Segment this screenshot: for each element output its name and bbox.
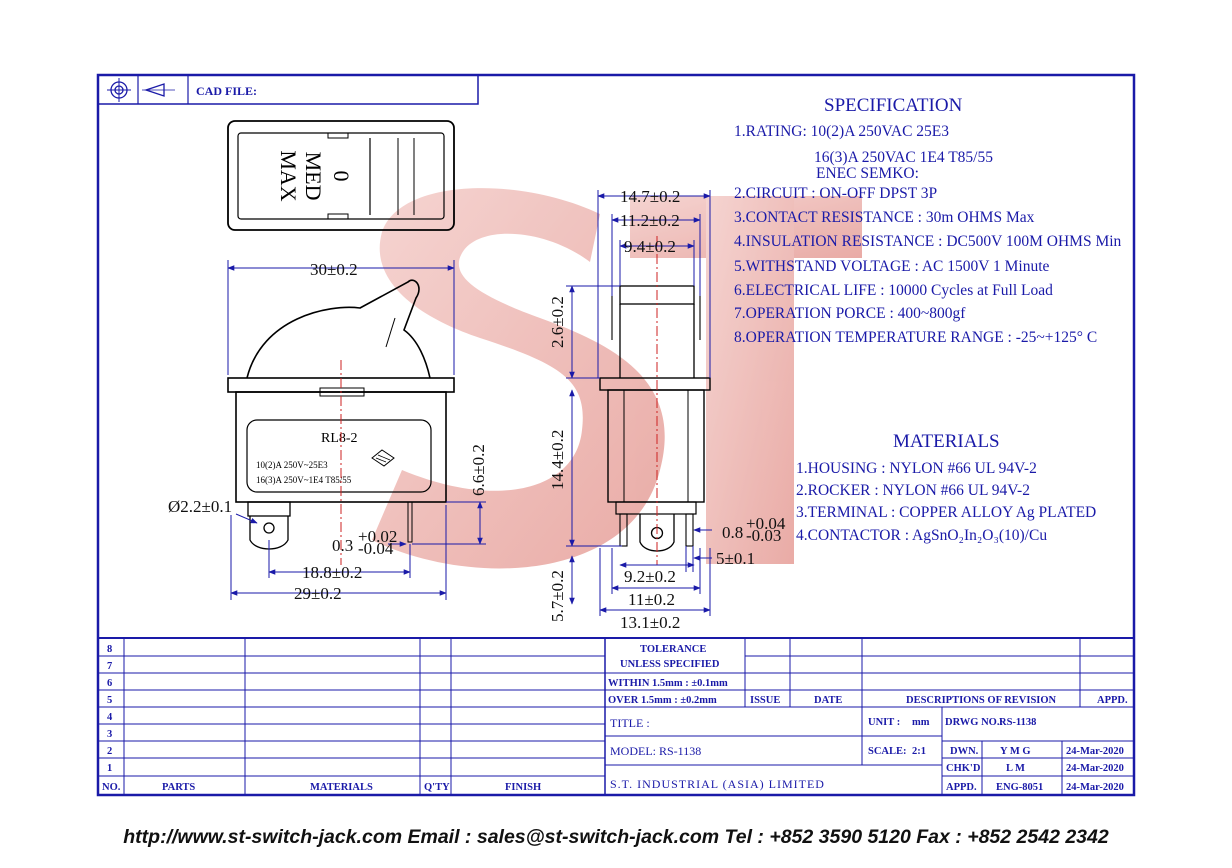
row-number: 5 bbox=[107, 695, 112, 706]
cad-file-header: CAD FILE: bbox=[98, 75, 479, 105]
dim-14-4: 14.4±0.2 bbox=[548, 430, 567, 490]
row-number: 2 bbox=[107, 746, 112, 757]
company-name: S.T. INDUSTRIAL (ASIA) LIMITED bbox=[610, 777, 825, 791]
dim-14-7: 14.7±0.2 bbox=[620, 187, 680, 206]
unit-label: UNIT : bbox=[868, 717, 900, 728]
projection-symbol-icon bbox=[107, 78, 175, 102]
chkd-value: L M bbox=[1006, 763, 1025, 774]
dimension-labels: 30±0.2 29±0.2 18.8±0.2 Ø2.2±0.1 0.3 +0.0… bbox=[168, 187, 786, 632]
parts-table: 8 7 6 5 4 3 2 1 NO. PARTS MATERIALS Q'TY… bbox=[98, 637, 1134, 795]
dim-13-1: 13.1±0.2 bbox=[620, 613, 680, 632]
label-max: MAX bbox=[276, 150, 301, 201]
spec-line: 16(3)A 250VAC 1E4 T85/55 bbox=[814, 149, 993, 166]
dim-18-8: 18.8±0.2 bbox=[302, 563, 362, 582]
dwn-label: DWN. bbox=[950, 746, 979, 757]
label-med: MED bbox=[301, 152, 326, 201]
scale-label: SCALE: bbox=[868, 746, 907, 757]
unless-specified-label: UNLESS SPECIFIED bbox=[620, 659, 720, 670]
row-number: 3 bbox=[107, 729, 112, 740]
spec-line: 6.ELECTRICAL LIFE : 10000 Cycles at Full… bbox=[734, 282, 1053, 299]
spec-line: 2.CIRCUIT : ON-OFF DPST 3P bbox=[734, 185, 937, 202]
appd-label: APPD. bbox=[946, 782, 977, 793]
contact-footer: http://www.st-switch-jack.com Email : sa… bbox=[123, 826, 1109, 848]
header-qty: Q'TY bbox=[424, 782, 450, 793]
materials-line: 1.HOUSING : NYLON #66 UL 94V-2 bbox=[796, 460, 1037, 477]
label-zero: 0 bbox=[329, 171, 354, 182]
model-marking: RL8-2 bbox=[321, 431, 358, 446]
row-number: 4 bbox=[107, 712, 113, 723]
dim-term-thickness-minus: -0.04 bbox=[358, 539, 394, 558]
header-no: NO. bbox=[102, 782, 121, 793]
dim-0-8-plus: +0.04 bbox=[746, 514, 786, 533]
dim-29: 29±0.2 bbox=[294, 584, 342, 603]
row-number: 7 bbox=[107, 661, 112, 672]
dim-30: 30±0.2 bbox=[310, 260, 358, 279]
dim-11: 11±0.2 bbox=[628, 590, 675, 609]
materials-block: MATERIALS 1.HOUSING : NYLON #66 UL 94V-2… bbox=[796, 431, 1096, 544]
header-materials: MATERIALS bbox=[310, 782, 373, 793]
scale-value: 2:1 bbox=[912, 746, 926, 757]
specification-block: SPECIFICATION 1.RATING: 10(2)A 250VAC 25… bbox=[734, 95, 1122, 346]
appd-value: ENG-8051 bbox=[996, 782, 1043, 793]
spec-line: 5.WITHSTAND VOLTAGE : AC 1500V 1 Minute bbox=[734, 258, 1050, 275]
dim-9-4: 9.4±0.2 bbox=[624, 237, 676, 256]
spec-line: 4.INSULATION RESISTANCE : DC500V 100M OH… bbox=[734, 233, 1122, 250]
materials-title: MATERIALS bbox=[893, 431, 1000, 452]
dim-2-6: 2.6±0.2 bbox=[548, 296, 567, 348]
materials-line: 3.TERMINAL : COPPER ALLOY Ag PLATED bbox=[796, 504, 1096, 521]
drawing-border bbox=[96, 73, 1136, 797]
spec-line: 7.OPERATION PORCE : 400~800gf bbox=[734, 305, 966, 322]
switch-top-view: 0 MED MAX bbox=[227, 120, 455, 231]
spec-line: 3.CONTACT RESISTANCE : 30m OHMS Max bbox=[734, 209, 1035, 226]
rating-marking-1: 10(2)A 250V~25E3 bbox=[256, 460, 328, 470]
dim-6-6: 6.6±0.2 bbox=[469, 444, 488, 496]
header-parts: PARTS bbox=[162, 782, 195, 793]
appd-date: 24-Mar-2020 bbox=[1066, 782, 1124, 793]
rating-marking-2: 16(3)A 250V~1E4 T85/55 bbox=[256, 475, 352, 485]
revision-description-header: DESCRIPTIONS OF REVISION bbox=[906, 695, 1057, 706]
model-label: MODEL: RS-1138 bbox=[610, 744, 701, 758]
dim-9-2: 9.2±0.2 bbox=[624, 567, 676, 586]
spec-line: 8.OPERATION TEMPERATURE RANGE : -25~+125… bbox=[734, 329, 1097, 346]
dim-term-thickness: 0.3 bbox=[332, 536, 353, 555]
tolerance-over: OVER 1.5mm : ±0.2mm bbox=[608, 695, 717, 706]
dwn-date: 24-Mar-2020 bbox=[1066, 746, 1124, 757]
title-block: TOLERANCE UNLESS SPECIFIED WITHIN 1.5mm … bbox=[605, 638, 1134, 795]
dim-5: 5±0.1 bbox=[716, 549, 755, 568]
row-number: 6 bbox=[107, 678, 112, 689]
dim-0-8: 0.8 bbox=[722, 523, 743, 542]
cad-file-label: CAD FILE: bbox=[196, 84, 257, 98]
certification-mark-icon bbox=[371, 449, 395, 467]
header-finish: FINISH bbox=[505, 782, 541, 793]
dim-0-8-minus: -0.03 bbox=[746, 526, 781, 545]
drwg-label: DRWG NO.: bbox=[945, 717, 1003, 728]
switch-side-view bbox=[599, 236, 711, 565]
row-number: 8 bbox=[107, 644, 112, 655]
drwg-number: RS-1138 bbox=[999, 717, 1036, 728]
chkd-label: CHK'D bbox=[946, 763, 981, 774]
dim-hole-diameter: Ø2.2±0.1 bbox=[168, 497, 232, 516]
tolerance-within: WITHIN 1.5mm : ±0.1mm bbox=[608, 678, 728, 689]
issue-header: ISSUE bbox=[750, 695, 780, 706]
row-number: 1 bbox=[107, 763, 112, 774]
dim-term-thickness-plus: +0.02 bbox=[358, 527, 397, 546]
date-header: DATE bbox=[814, 695, 842, 706]
appd-header: APPD. bbox=[1097, 695, 1128, 706]
unit-value: mm bbox=[912, 717, 930, 728]
chkd-date: 24-Mar-2020 bbox=[1066, 763, 1124, 774]
dim-5-7: 5.7±0.2 bbox=[548, 570, 567, 622]
dwn-value: Y M G bbox=[1000, 746, 1031, 757]
materials-line: 4.CONTACTOR : AgSnO₂In₂O₃(10)/Cu bbox=[796, 527, 1047, 544]
spec-title: SPECIFICATION bbox=[824, 95, 963, 116]
dimension-lines bbox=[227, 190, 712, 616]
title-label: TITLE : bbox=[610, 716, 650, 730]
materials-line: 2.ROCKER : NYLON #66 UL 94V-2 bbox=[796, 482, 1030, 499]
tolerance-label: TOLERANCE bbox=[640, 644, 706, 655]
dim-11-2: 11.2±0.2 bbox=[620, 211, 680, 230]
spec-line: ENEC SEMKO: bbox=[816, 165, 919, 182]
spec-line: 1.RATING: 10(2)A 250VAC 25E3 bbox=[734, 123, 949, 140]
st-watermark-logo bbox=[372, 188, 862, 569]
